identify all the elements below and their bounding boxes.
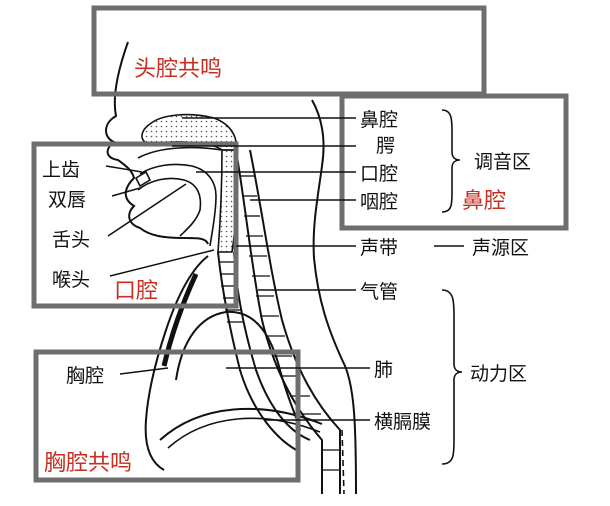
articulation-brace [441, 109, 461, 213]
oral-cavity-roof [139, 163, 217, 247]
nasal-cavity-label: 鼻腔 [360, 109, 398, 131]
chest-resonance-zone [33, 349, 301, 483]
lips-leader [111, 187, 141, 197]
oral-region-label: 口腔 [114, 279, 158, 304]
tongue-label: 舌头 [52, 229, 90, 251]
upper-teeth-label: 上齿 [42, 159, 80, 181]
thoracic-leader [119, 367, 169, 375]
oral-zone [31, 141, 239, 309]
spine-back [249, 149, 341, 494]
trachea-front [217, 251, 301, 453]
oral-cavity-label: 口腔 [360, 163, 398, 185]
sternum [161, 272, 199, 367]
trachea-label: 气管 [360, 281, 398, 303]
chest-resonance-label: 胸腔共鸣 [44, 451, 132, 476]
head-back-outline [311, 99, 357, 495]
head-resonance-zone [91, 5, 487, 97]
pharynx-label: 咽腔 [360, 191, 398, 213]
articulation-zone-label: 调音区 [474, 151, 531, 173]
head-resonance-label: 头腔共鸣 [134, 57, 222, 82]
nasal-zone [339, 93, 569, 231]
chest-wall [144, 255, 209, 471]
tongue-outline [137, 177, 202, 237]
teeth-outline [134, 170, 152, 188]
face-profile [105, 41, 209, 245]
palate-curve [137, 146, 223, 159]
lungs-label: 肺 [374, 359, 393, 381]
lung-outline [175, 310, 301, 431]
power-brace [441, 289, 463, 465]
diaphragm-curve [159, 407, 323, 441]
spine-back-dashed [341, 429, 345, 495]
spine-vertebrae [240, 175, 340, 471]
vocal-cords-label: 声带 [360, 237, 398, 259]
nasal-region-label: 鼻腔 [462, 189, 506, 214]
sound-source-zone-label: 声源区 [472, 237, 529, 259]
lips-label: 双唇 [48, 189, 86, 211]
upper-teeth-leader [105, 165, 143, 173]
diaphragm-label: 横膈膜 [374, 411, 431, 433]
larynx-label: 喉头 [52, 269, 90, 291]
power-zone-label: 动力区 [470, 363, 527, 385]
larynx-leader [109, 249, 215, 277]
spine-front [235, 149, 323, 494]
tongue-leader [107, 183, 187, 237]
palate-label: 腭 [376, 135, 395, 157]
thoracic-cavity-label: 胸腔 [66, 365, 104, 387]
leader-lines [105, 117, 464, 421]
